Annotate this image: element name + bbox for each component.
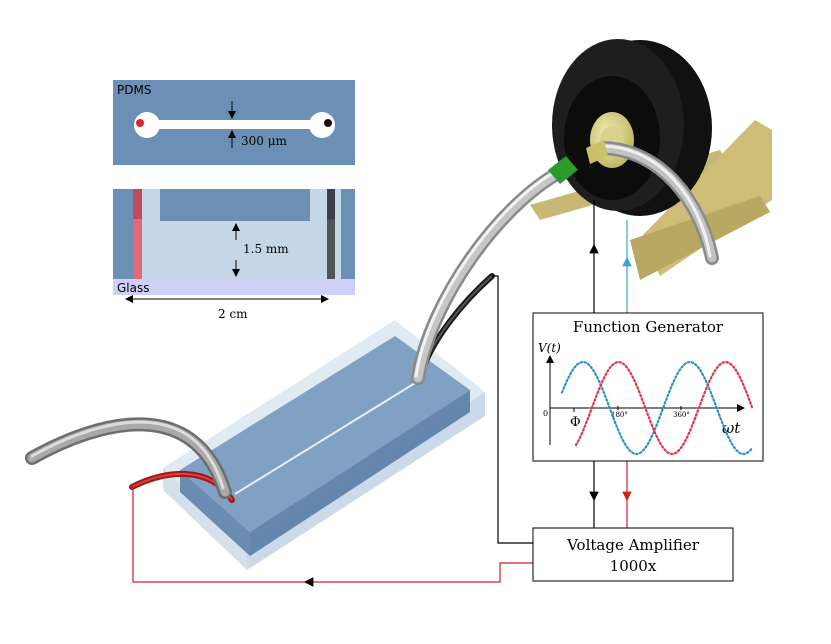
electrode-black-dot [324, 119, 332, 127]
depth-label: 1.5 mm [243, 242, 289, 256]
channel-width-label: 300 μm [241, 134, 288, 148]
pdms-label: PDMS [117, 83, 151, 97]
red-wire-amp-return [303, 562, 533, 587]
green-connector [548, 156, 578, 184]
function-generator-title: Function Generator [573, 318, 724, 336]
red-wire-to-chip [132, 487, 305, 583]
electrode-red-upper [133, 189, 142, 219]
outlet-reservoir [309, 112, 335, 138]
microfluidic-chip [129, 273, 495, 570]
inset-side-view: Glass 1.5 mm 2 cm [113, 189, 355, 321]
fg-y-label: V(t) [538, 341, 561, 355]
chip-channel [234, 379, 421, 495]
function-generator-box [532, 312, 764, 462]
chip-pdms-left [180, 470, 250, 556]
function-generator: Function Generator V(t) ωt 0 Φ 180° 360° [532, 312, 764, 462]
inlet-reservoir [134, 112, 160, 138]
channel-top [147, 120, 322, 129]
fg-tick-360: 360° [673, 411, 690, 419]
amplifier-line2: 1000x [610, 557, 657, 575]
voltage-amplifier: Voltage Amplifier 1000x [532, 527, 734, 582]
inset-top-view: PDMS 300 μm [113, 80, 355, 165]
glass-label: Glass [117, 281, 150, 295]
fg-origin-label: 0 [543, 409, 548, 418]
wave-blue [560, 360, 754, 456]
amplifier-line1: Voltage Amplifier [566, 536, 700, 554]
fg-x-label: ωt [722, 419, 741, 437]
fg-tick-180: 180° [611, 411, 628, 419]
length-label: 2 cm [218, 307, 248, 321]
black-wire-chip-amp [492, 275, 533, 544]
syringe-tube [413, 167, 565, 383]
side-pdms-left [113, 189, 133, 279]
wave-red [574, 360, 754, 456]
electrode-black-lower [327, 219, 335, 279]
glass-layer [113, 279, 355, 295]
tube-fitting [586, 140, 608, 164]
side-pdms-right [341, 189, 355, 279]
voltage-amplifier-box [532, 527, 734, 582]
side-pdms-top [160, 189, 310, 221]
electrode-red-dot [136, 119, 144, 127]
electrode-black-upper [327, 189, 335, 219]
electrode-red-lower [133, 219, 142, 279]
chip-pdms-front [250, 390, 470, 556]
fg-phase-label: Φ [570, 415, 581, 430]
